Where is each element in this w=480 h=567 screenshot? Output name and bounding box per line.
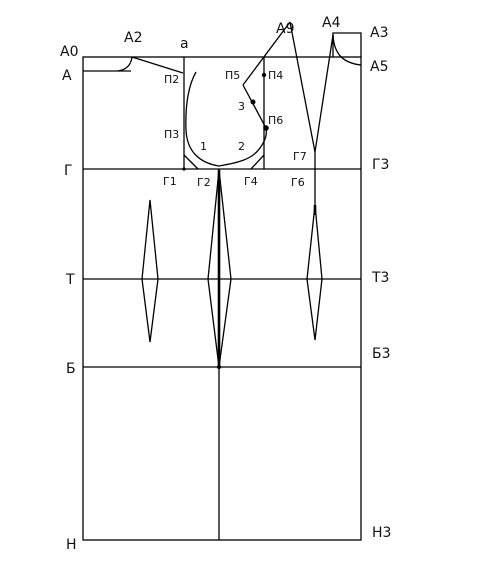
armhole-curve <box>185 71 267 167</box>
label-g4: Г4 <box>244 175 258 188</box>
label-p3: П3 <box>164 128 179 141</box>
label-a0: A0 <box>60 44 78 60</box>
pattern-frame <box>82 56 362 541</box>
label-g7: Г7 <box>293 150 307 163</box>
label-p5: П5 <box>225 69 240 82</box>
label-b3: Б3 <box>372 346 391 362</box>
label-a4: A4 <box>322 15 341 31</box>
back-waist-dart <box>141 199 159 343</box>
armhole-corner-1 <box>183 154 199 170</box>
chest-dart-left <box>289 21 316 153</box>
label-a3: A3 <box>370 25 388 41</box>
label-2: 2 <box>238 140 245 153</box>
point-p4 <box>261 72 267 78</box>
label-a: A <box>62 68 72 84</box>
front-shoulder-line <box>242 21 291 86</box>
label-a2: A2 <box>124 30 142 46</box>
label-p2: П2 <box>164 73 179 86</box>
label-t3: Т3 <box>371 270 389 286</box>
label-3: 3 <box>238 100 245 113</box>
label-g3: Г3 <box>372 157 389 173</box>
point-b <box>217 365 221 369</box>
armhole-corner-2 <box>250 154 265 170</box>
point-g2 <box>217 180 221 184</box>
label-b: Б <box>66 361 76 377</box>
label-a5: A5 <box>370 59 388 75</box>
front-neck-box <box>332 32 362 57</box>
label-g1: Г1 <box>163 175 177 188</box>
label-t: Т <box>65 272 75 288</box>
label-1: 1 <box>200 140 207 153</box>
label-n3: Н3 <box>372 525 391 541</box>
back-neck-curve <box>117 56 133 72</box>
label-g: Г <box>64 163 73 179</box>
point-p6 <box>263 125 269 131</box>
label-g2: Г2 <box>197 176 211 189</box>
label-p4: П4 <box>268 69 283 82</box>
chest-dart-right <box>314 34 334 153</box>
point-g1 <box>182 167 186 171</box>
label-g6: Г6 <box>291 176 305 189</box>
label-n: Н <box>66 537 77 553</box>
back-shoulder-line <box>131 56 184 74</box>
front-shoulder-line-2 <box>242 84 267 129</box>
front-waist-dart <box>306 204 323 341</box>
label-p6: П6 <box>268 114 283 127</box>
label-a9: A9 <box>276 21 294 37</box>
point-3 <box>250 99 256 105</box>
front-neck-curve <box>332 34 362 66</box>
label-small-a: a <box>180 36 189 52</box>
